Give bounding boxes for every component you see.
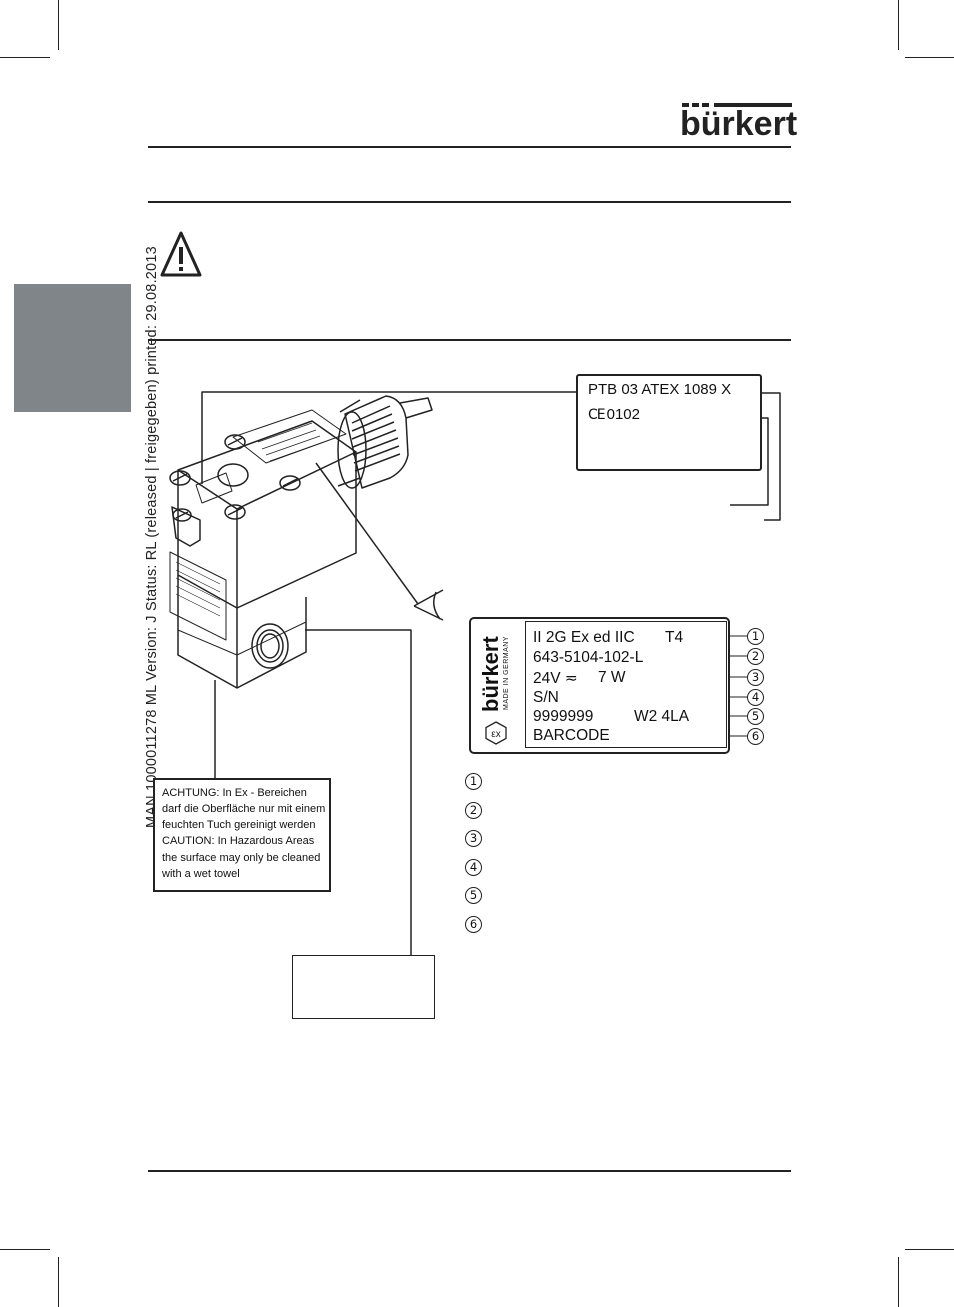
logo-dots (682, 103, 792, 109)
empty-label-box (292, 955, 435, 1019)
caution-label (153, 778, 331, 892)
type-plate-line-4: S/N (533, 689, 559, 707)
atex-certificate-label (576, 374, 762, 471)
ex-marking: II 2G Ex ed IIC (533, 629, 635, 646)
barcode-label: BARCODE (533, 727, 610, 744)
identification-number: 9999999 (533, 708, 594, 725)
crop-mark (0, 1249, 50, 1250)
svg-text:εx: εx (491, 729, 500, 740)
crop-mark (898, 0, 899, 50)
legend-number: 6 (465, 916, 482, 933)
ce-mark-icon: CE (588, 407, 606, 423)
brand-logo: bürkert (680, 105, 798, 143)
type-plate-line-1: II 2G Ex ed IIC T4 (533, 629, 683, 647)
type-plate-line-5: 9999999 W2 4LA (533, 708, 689, 726)
type-code: 643-5104-102-L (533, 649, 644, 666)
caution-text-line: feuchten Tuch gereinigt werden (162, 819, 316, 831)
caution-text-line: with a wet towel (162, 868, 240, 880)
callout-number: 5 (747, 708, 764, 725)
warning-top-rule (148, 201, 791, 203)
ce-notified-body-number: 0102 (606, 406, 640, 423)
callout-number: 4 (747, 689, 764, 706)
power: 7 W (598, 669, 626, 686)
voltage: 24V ≂ (533, 670, 578, 687)
caution-text-line: ACHTUNG: In Ex - Bereichen (162, 787, 307, 799)
crop-mark (905, 1249, 954, 1250)
type-plate-line-6: BARCODE (533, 727, 610, 745)
caution-text-line: the surface may only be cleaned (162, 852, 321, 864)
caution-text-line: darf die Oberfläche nur mit einem (162, 803, 326, 815)
type-plate-line-2: 643-5104-102-L (533, 649, 643, 667)
crop-mark (898, 1257, 899, 1307)
language-tab (14, 284, 131, 412)
legend-number: 3 (465, 830, 482, 847)
callout-number: 2 (747, 648, 764, 665)
legend-number: 5 (465, 887, 482, 904)
type-plate (469, 617, 730, 754)
crop-mark (58, 1257, 59, 1307)
type-plate-line-3: 24V ≂ 7 W (533, 669, 626, 688)
legend-number: 2 (465, 802, 482, 819)
type-plate-content-area (525, 621, 727, 748)
callout-number: 3 (747, 669, 764, 686)
type-plate-brand: bürkert (478, 636, 503, 712)
caution-text-line: CAUTION: In Hazardous Areas (162, 835, 315, 847)
crop-mark (905, 57, 954, 58)
ex-hexagon-icon: εx (483, 720, 509, 751)
crop-mark (58, 0, 59, 50)
header-rule (148, 146, 791, 148)
callout-number: 1 (747, 628, 764, 645)
crop-mark (0, 57, 50, 58)
warning-bottom-rule (148, 339, 791, 341)
legend-number: 4 (465, 859, 482, 876)
callout-number: 6 (747, 728, 764, 745)
warning-triangle-icon (160, 230, 202, 283)
footer-rule (148, 1170, 791, 1172)
temperature-class: T4 (665, 629, 684, 646)
manufacturing-code: W2 4LA (634, 708, 690, 725)
serial-number-label: S/N (533, 689, 559, 706)
legend-number: 1 (465, 773, 482, 790)
atex-certificate-number: PTB 03 ATEX 1089 X (588, 381, 732, 398)
type-plate-made-in: MADE IN GERMANY (503, 635, 510, 710)
